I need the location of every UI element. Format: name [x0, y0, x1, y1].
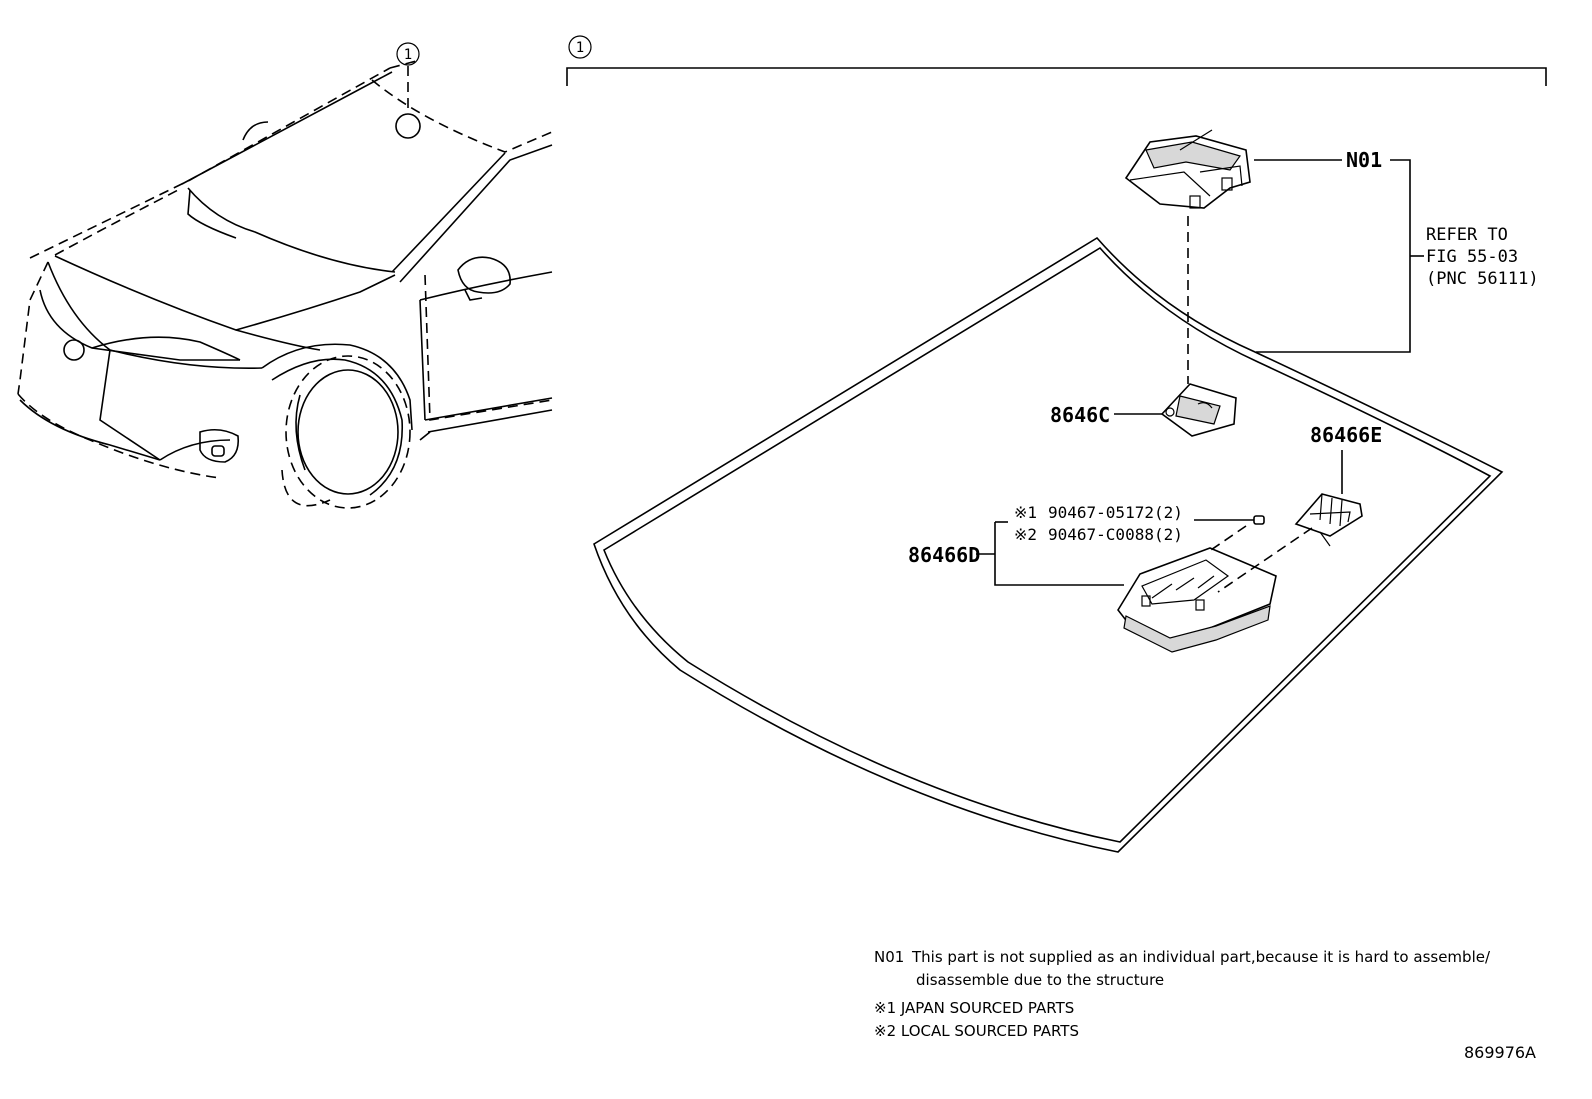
note-n01-code: N01 — [874, 948, 904, 966]
assembly-callout-circle — [568, 35, 592, 59]
part-label-86466d: 86466D — [908, 543, 980, 567]
part-label-86466e: 86466E — [1310, 423, 1382, 447]
windshield-callout-circle — [396, 42, 420, 66]
fastener1-part-number: 90467-05172(2) — [1048, 503, 1183, 522]
windshield-glass — [593, 236, 1504, 853]
alignment-leaders — [1187, 216, 1313, 593]
fastener-clip — [1253, 515, 1265, 525]
note-local-sourced: ※2 LOCAL SOURCED PARTS — [874, 1022, 1079, 1040]
vehicle-locator-illustration: 1 — [17, 42, 553, 509]
label-leaders — [976, 159, 1424, 586]
sensor-8646c — [1160, 383, 1237, 437]
part-label-8646c: 8646C — [1050, 403, 1110, 427]
illustration-number: 869976A — [1464, 1043, 1536, 1062]
refer-to-line2: FIG 55-03 — [1426, 247, 1518, 267]
note-japan-sourced: ※1 JAPAN SOURCED PARTS — [874, 999, 1074, 1017]
bracket-86466e — [1294, 493, 1363, 547]
assembly-bracket: 1 — [566, 35, 1547, 86]
refer-to-line1: REFER TO — [1426, 225, 1508, 245]
windshield-callout-number: 1 — [404, 47, 412, 63]
note-n01-line2: disassemble due to the structure — [916, 971, 1164, 989]
fastener2-mark: ※2 — [1014, 525, 1037, 544]
assembly-callout-number: 1 — [576, 40, 584, 56]
refer-to-line3: (PNC 56111) — [1426, 269, 1539, 289]
fastener1-mark: ※1 — [1014, 503, 1037, 522]
part-label-n01: N01 — [1346, 148, 1382, 172]
cover-86466d — [1117, 547, 1277, 653]
camera-bracket-n01 — [1124, 129, 1251, 209]
fastener2-part-number: 90467-C0088(2) — [1048, 525, 1183, 544]
note-n01-line1: This part is not supplied as an individu… — [911, 948, 1491, 966]
